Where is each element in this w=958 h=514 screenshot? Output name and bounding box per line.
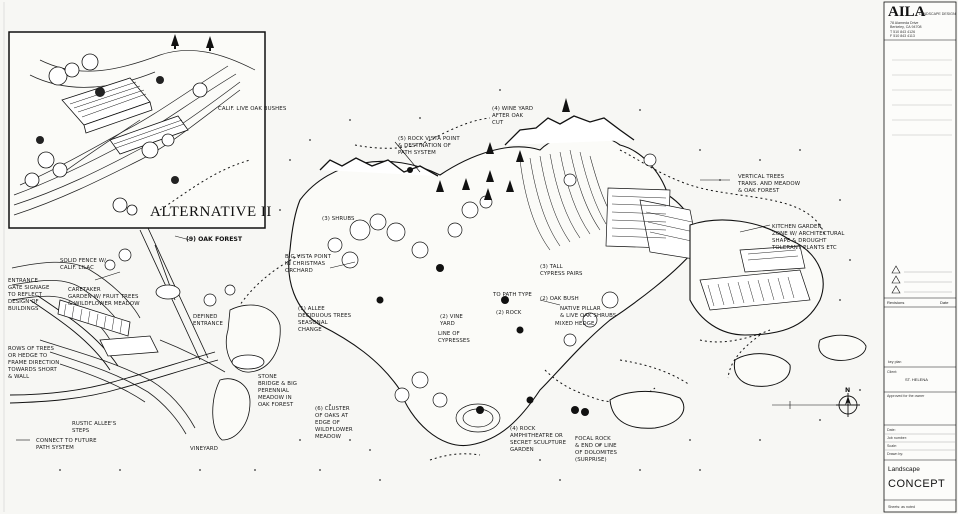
project-line-2: CONCEPT — [888, 478, 945, 490]
label-shrubs: (3) SHRUBS — [322, 216, 355, 222]
label-path-type: TO PATH TYPE — [492, 292, 532, 298]
label-oak-bush: (2) OAK BUSH — [540, 296, 579, 302]
sheet-label: Sheets: as noted — [888, 505, 915, 509]
cypress-symbols — [436, 98, 570, 200]
tree-symbols-top — [171, 34, 214, 51]
label-oak-forest: (9) OAK FOREST — [186, 236, 243, 243]
label-mixed-hedge: MIXED HEDGE — [555, 321, 595, 327]
label-native-pillar: NATIVE PILLAR& LIVE OAK SHRUBS — [560, 306, 617, 319]
site-plan — [9, 89, 867, 481]
firm-address-1: 78 Alameda Drive — [890, 21, 918, 25]
inset-note: CALIF. LIVE OAK BUSHES — [218, 106, 287, 112]
job-number-field: Job number: — [887, 436, 907, 440]
project-line-1: Landscape — [888, 466, 920, 473]
firm-address-2: Berkeley, CA 94708 — [890, 25, 922, 29]
client-label: Client: — [887, 370, 897, 374]
revisions-label: Revisions — [887, 300, 904, 305]
date-label: Date — [940, 300, 949, 305]
label-solid-fence: SOLID FENCE W/CALIF. LILAC — [60, 258, 106, 271]
label-rock-small: (2) ROCK — [496, 310, 522, 316]
approval-label: Approved for the owner — [887, 394, 925, 398]
drawn-by-field: Drawn by: — [887, 452, 903, 456]
key-plan-label: key plan — [888, 360, 901, 364]
client-value: ST. HELENA — [905, 377, 928, 382]
date-field: Date: — [887, 428, 896, 432]
firm-name: LANDSCAPE DESIGN — [919, 12, 956, 16]
title-block: AILA LANDSCAPE DESIGN 78 Alameda Drive B… — [883, 1, 957, 513]
scale-field: Scale: — [887, 444, 897, 448]
firm-logo: AILA — [888, 4, 926, 20]
north-arrow: N — [772, 387, 860, 417]
central-island — [288, 133, 695, 447]
inset-title: ALTERNATIVE II — [150, 204, 272, 220]
inset-alternative-sketch: CALIF. LIVE OAK BUSHES ALTERNATIVE II — [8, 31, 287, 229]
label-vineyard: VINEYARD — [190, 446, 218, 452]
firm-fax: F 510 843 4113 — [890, 34, 915, 38]
firm-phone: T 510 843 4126 — [890, 30, 915, 34]
north-label: N — [845, 387, 850, 394]
